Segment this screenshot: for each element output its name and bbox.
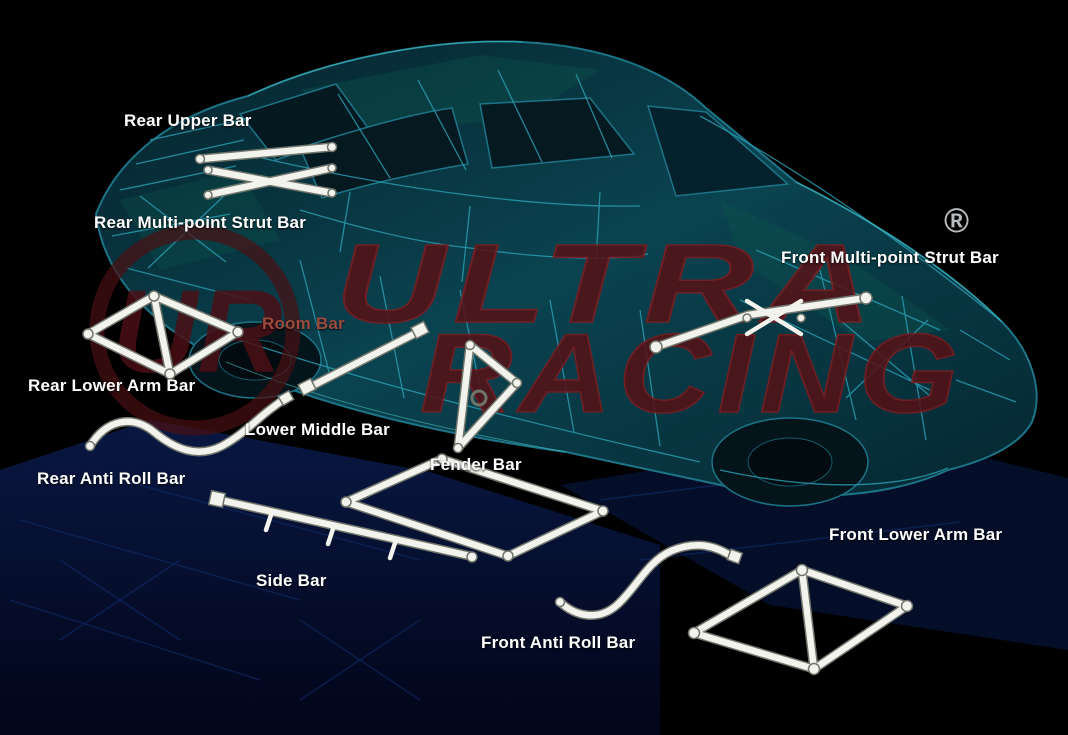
lower-middle-bar-part	[340, 453, 609, 562]
watermark-line2: RACING	[420, 311, 965, 436]
watermark-emblem: UR	[112, 266, 282, 398]
label-rear-lower-arm-bar: Rear Lower Arm Bar	[28, 376, 196, 395]
registered-trademark-icon: ®	[944, 202, 970, 240]
label-rear-anti-roll-bar: Rear Anti Roll Bar	[37, 469, 186, 488]
rear-anti-roll-bar-part	[84, 389, 295, 457]
fender-bar-part	[452, 339, 523, 454]
rear-upper-bar-part	[194, 141, 338, 165]
front-lower-arm-bar-part	[687, 563, 914, 676]
label-front-anti-roll-bar: Front Anti Roll Bar	[481, 633, 636, 652]
label-rear-upper-bar: Rear Upper Bar	[124, 111, 252, 130]
label-room-bar: Room Bar	[262, 314, 345, 333]
room-bar-part	[297, 320, 430, 397]
side-bar-part	[207, 489, 478, 563]
rear-multi-point-strut-bar-part	[203, 163, 337, 200]
rear-lower-arm-bar-part	[82, 290, 244, 380]
strengthening-bars	[82, 141, 914, 676]
floor-platform	[0, 420, 1068, 735]
label-front-lower-arm-bar: Front Lower Arm Bar	[829, 525, 1003, 544]
front-anti-roll-bar-part	[554, 540, 744, 621]
label-front-multi-point-strut-bar: Front Multi-point Strut Bar	[781, 248, 999, 267]
label-side-bar: Side Bar	[256, 571, 327, 590]
front-multi-point-strut-bar-part	[649, 291, 873, 354]
label-lower-middle-bar: Lower Middle Bar	[245, 420, 390, 439]
label-fender-bar: Fender Bar	[430, 455, 522, 474]
label-rear-multi-point-strut-bar: Rear Multi-point Strut Bar	[94, 213, 307, 232]
